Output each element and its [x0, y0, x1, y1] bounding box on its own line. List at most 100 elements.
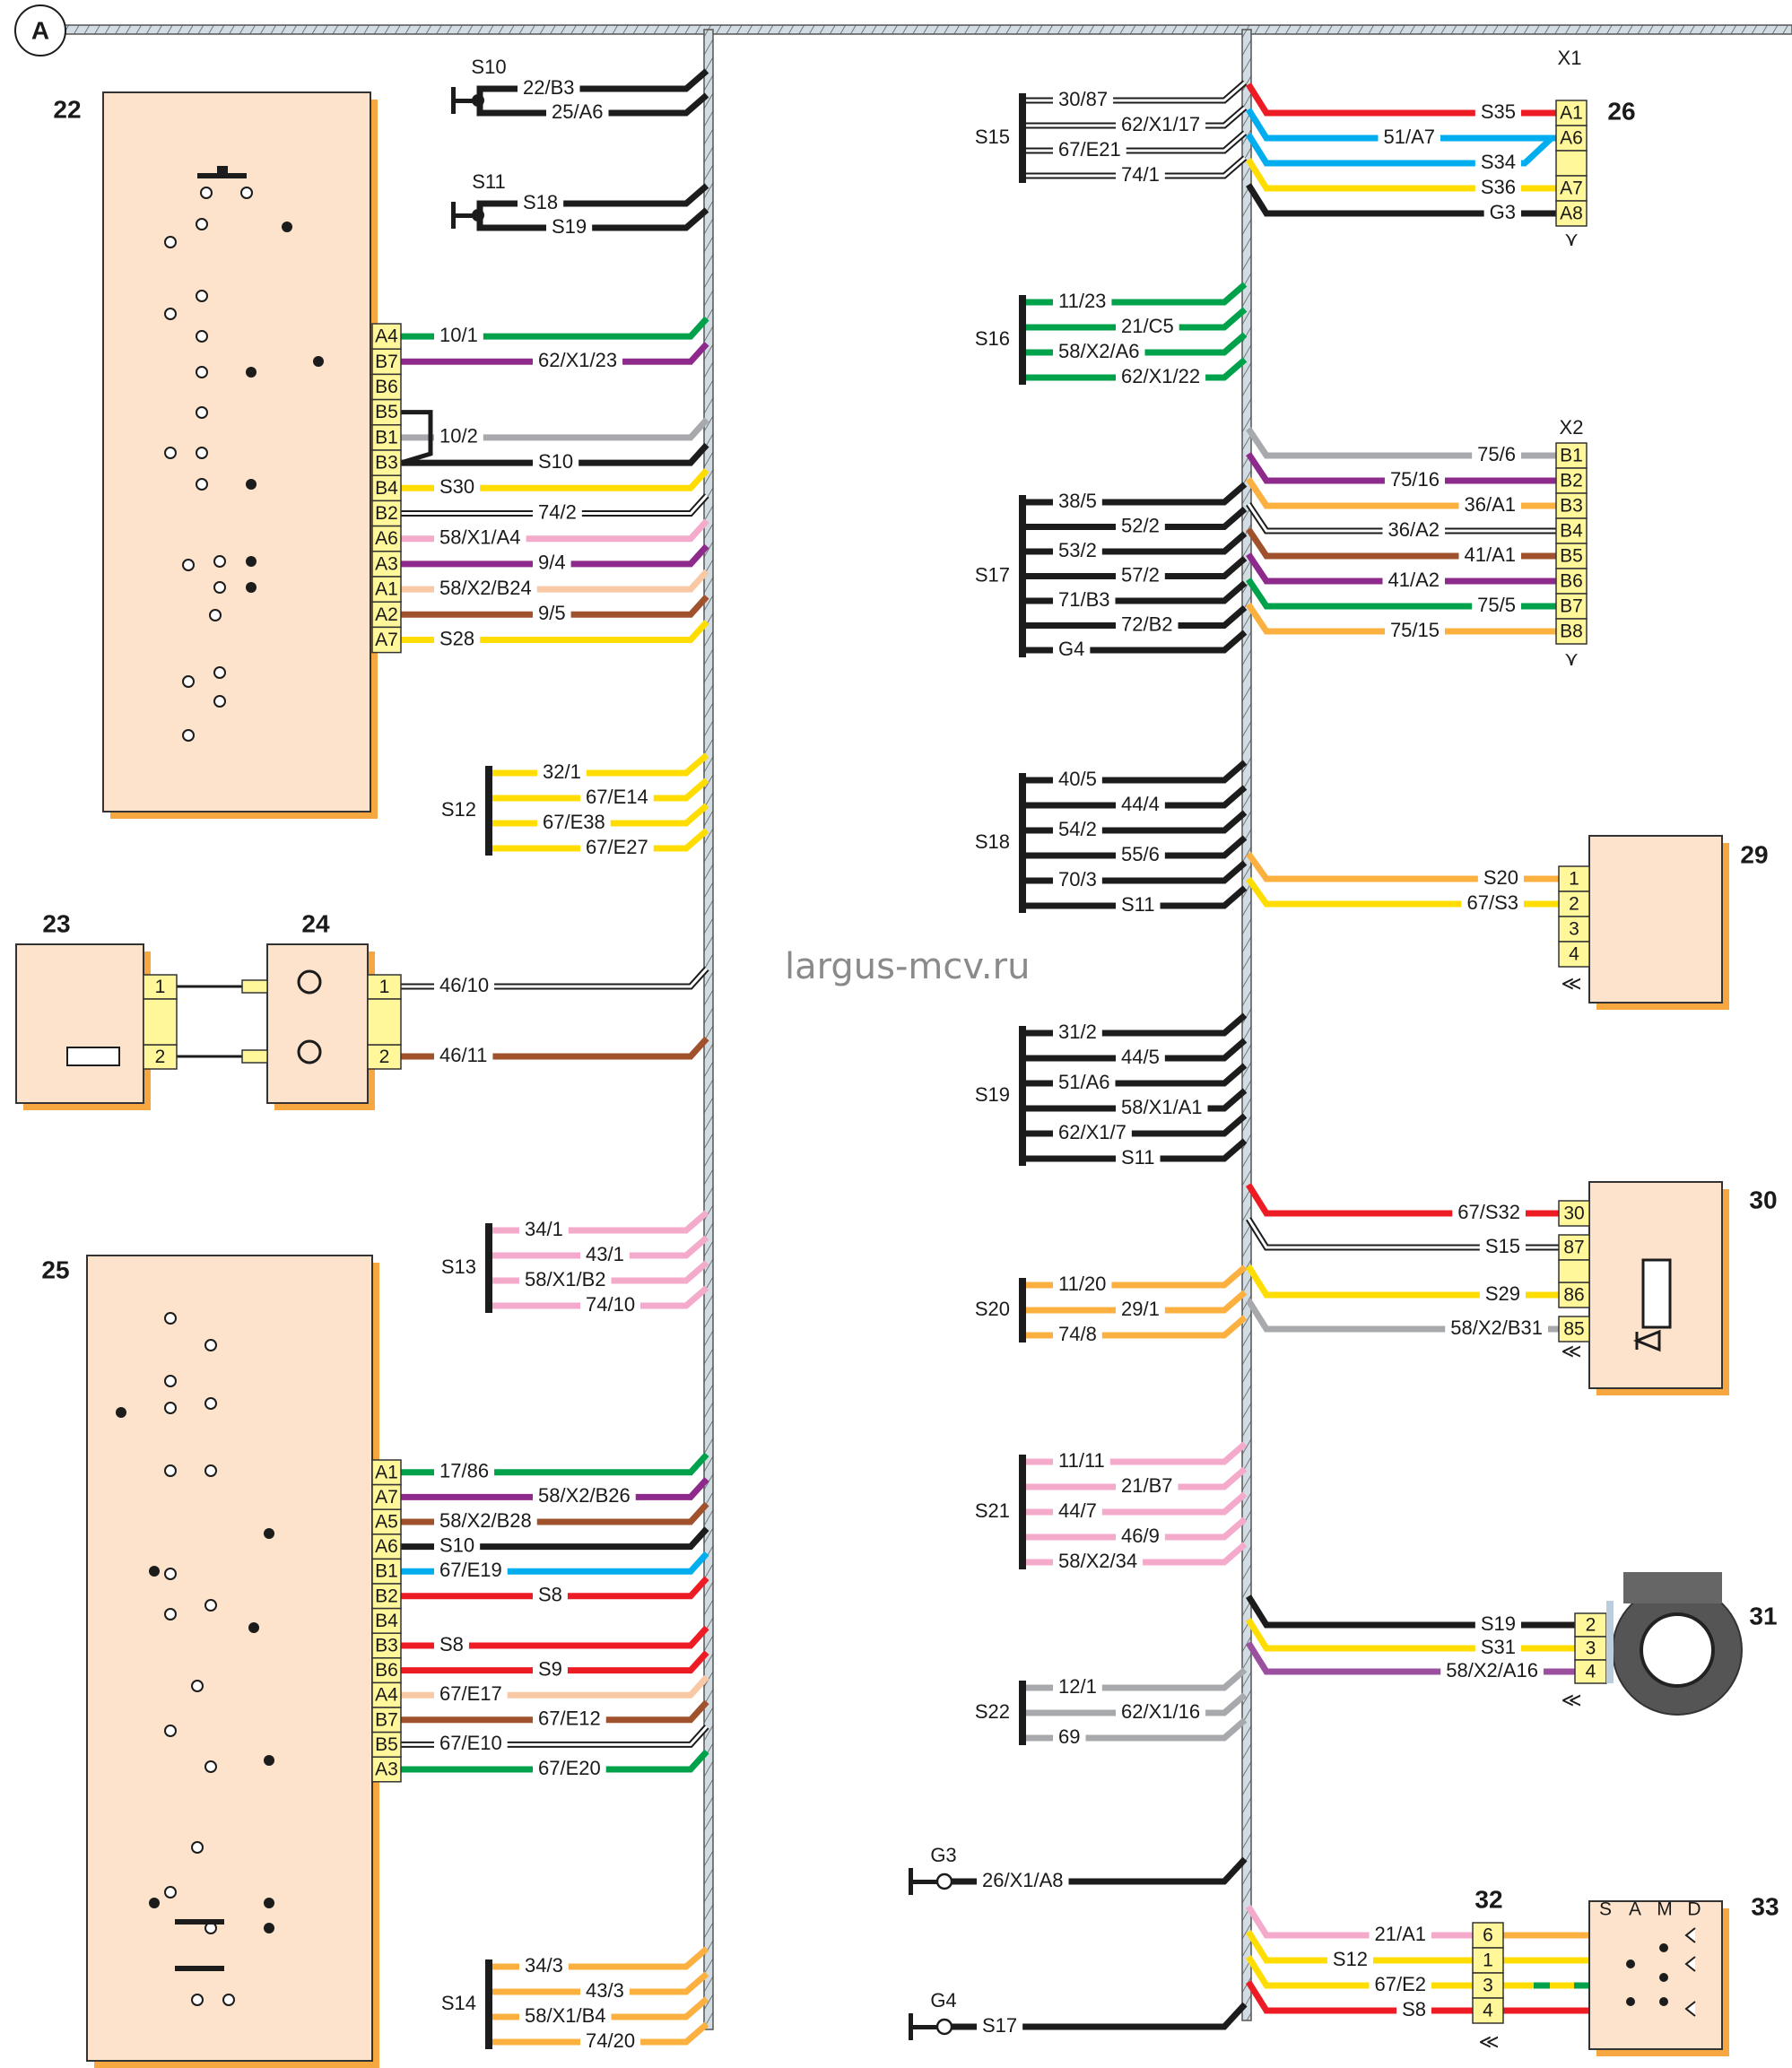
label-gap — [1116, 562, 1165, 587]
wire-26-x1 — [1246, 108, 1556, 142]
splice-wire-S19 — [1022, 1038, 1248, 1062]
label-gap — [1472, 592, 1521, 617]
wire-26-x2 — [1247, 503, 1556, 533]
pin-label: B3 — [375, 1636, 398, 1656]
label-gap — [1053, 488, 1102, 513]
label-gap — [1116, 841, 1165, 866]
label-gap — [519, 1952, 569, 1977]
splice-node — [472, 94, 484, 107]
label-gap — [434, 1508, 537, 1533]
wire-label: 67/E12 — [538, 1707, 601, 1730]
junction-dot — [264, 1923, 274, 1933]
splice-wire-S18 — [1022, 835, 1248, 859]
selector-position-label: S — [1599, 1899, 1612, 1920]
label-gap — [1053, 816, 1102, 841]
splice-label: S20 — [975, 1298, 1010, 1320]
splice-wire-S13 — [489, 1285, 709, 1309]
wire-label: 46/10 — [439, 974, 489, 996]
pin-label: B5 — [375, 1734, 398, 1755]
label-gap — [533, 1706, 606, 1731]
junction-dot — [116, 1407, 126, 1418]
splice-bar-S19 — [1019, 1026, 1026, 1166]
wire-label: 58/X1/B2 — [525, 1268, 606, 1290]
wire-label: 58/X2/B31 — [1450, 1316, 1543, 1339]
label-gap — [1378, 124, 1440, 149]
connector-22-pin — [371, 373, 402, 401]
connector-coupling-icon — [241, 1049, 268, 1064]
pin-label: B7 — [375, 1709, 398, 1730]
label-gap — [434, 1631, 469, 1656]
component-number: 23 — [42, 909, 70, 937]
switch-contact — [164, 1464, 177, 1477]
switch-contact — [164, 1375, 177, 1387]
pin-label: 6 — [1483, 1925, 1493, 1946]
wire-label: S19 — [552, 215, 587, 238]
label-gap — [1369, 1971, 1431, 1996]
pin-label: 3 — [1483, 1976, 1493, 1996]
label-gap — [546, 99, 609, 124]
splice-label: S18 — [975, 830, 1010, 853]
pin-label: A7 — [1560, 178, 1583, 199]
label-gap — [1327, 1946, 1373, 1971]
pin-label: A1 — [375, 1462, 398, 1482]
label-gap — [1116, 791, 1165, 816]
connector-32-pin — [1472, 1972, 1504, 1999]
component-number: 25 — [41, 1256, 69, 1283]
selector-contact-arrow — [1684, 1956, 1696, 1972]
label-gap — [533, 448, 579, 474]
label-gap — [580, 1977, 630, 2003]
label-gap — [533, 601, 571, 626]
label-gap — [519, 1266, 612, 1291]
junction-dot — [264, 1898, 274, 1908]
splice-wire-S17 — [1022, 555, 1248, 579]
wire-label: 58/X1/A1 — [1121, 1096, 1203, 1118]
label-gap — [1116, 363, 1206, 388]
switch-contact — [222, 1994, 235, 2006]
label-gap — [533, 348, 623, 373]
label-gap — [1116, 161, 1165, 187]
pin-label: 4 — [1586, 1662, 1596, 1682]
wire-label: 30/87 — [1058, 88, 1108, 110]
wire-label: S20 — [1483, 866, 1518, 889]
wire-label: 67/E38 — [543, 811, 605, 833]
splice-wire-S15 — [1022, 106, 1246, 127]
pin-label: 2 — [1569, 894, 1579, 915]
label-gap — [533, 1656, 568, 1681]
switch-contact — [213, 555, 226, 568]
label-gap — [1116, 513, 1165, 538]
label-gap — [533, 500, 582, 525]
wire-label: 74/1 — [1121, 163, 1160, 186]
pushbutton-icon — [175, 1919, 224, 1925]
label-gap — [1116, 1094, 1208, 1119]
switch-contact — [164, 1886, 177, 1899]
pushbutton-icon — [197, 173, 247, 178]
wire-22-A3 — [401, 543, 709, 568]
connector-coupling-icon — [241, 979, 268, 994]
splice-label: S11 — [472, 170, 506, 193]
wire-label: S9 — [538, 1657, 562, 1680]
switch-contact — [196, 218, 208, 230]
pin-label: B6 — [375, 1660, 398, 1681]
connector-lock-icon: ⋎ — [1564, 647, 1579, 670]
label-gap — [1053, 288, 1112, 313]
wire-label: 67/S3 — [1467, 891, 1519, 914]
switch-contact — [204, 1760, 217, 1773]
label-gap — [1458, 491, 1521, 517]
wire-label: 51/A7 — [1384, 126, 1436, 148]
pin-label: B4 — [1560, 521, 1583, 542]
wire-26-x2 — [1246, 552, 1556, 585]
connector-26-pin — [1555, 200, 1588, 227]
wire-label: 41/A2 — [1388, 569, 1440, 591]
selector-contact — [1626, 1997, 1635, 2006]
wire-24-1 — [401, 967, 709, 988]
connector-30-pin — [1558, 1200, 1590, 1227]
wire-label: 75/15 — [1390, 619, 1440, 641]
pin-label: B2 — [1560, 471, 1583, 491]
selector-contact-arrow — [1684, 1927, 1696, 1943]
splice-label: S16 — [975, 327, 1010, 350]
label-gap — [1053, 1069, 1116, 1094]
splice-wire-S12 — [489, 778, 709, 802]
splice-wire-S21 — [1022, 1466, 1248, 1490]
pin-label: A5 — [375, 1512, 398, 1533]
ground-eyelet-icon — [935, 2018, 953, 2036]
